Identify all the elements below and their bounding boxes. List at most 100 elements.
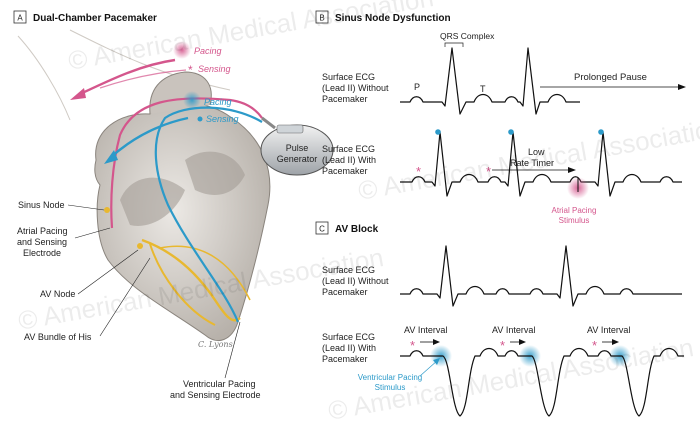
av-interval-arrowhead-2 — [519, 339, 526, 345]
conduction-branch-2 — [159, 245, 251, 301]
b-ecg-with-1: Surface ECG — [322, 144, 375, 154]
panel-a-letter-box — [13, 10, 27, 24]
atrial-electrode-label-1: Atrial Pacing — [17, 226, 68, 236]
av-node-marker — [137, 243, 143, 249]
av-interval-arrowhead-3 — [612, 339, 619, 345]
prolonged-pause-arrowhead — [678, 84, 686, 90]
artist-signature: C. Lyons — [198, 340, 233, 349]
ventricular-stimulus-label-2: Stimulus — [375, 383, 406, 392]
b-ecg-without-1: Surface ECG — [322, 72, 375, 82]
atrial-sensing-arrow — [99, 69, 187, 89]
ventricular-stimulus-arrowhead — [433, 358, 440, 365]
b-sense-dot-1 — [435, 129, 441, 135]
ventricular-electrode-label-2: and Sensing Electrode — [170, 390, 261, 400]
panel-c-title: AV Block — [335, 224, 379, 235]
p-wave-label: P — [414, 82, 420, 92]
c-ecg-without-1: Surface ECG — [322, 265, 375, 275]
panel-b-letter: B — [319, 14, 324, 23]
ventricular-electrode-leader — [224, 321, 241, 379]
atrial-stimulus-label-1: Atrial Pacing — [552, 206, 597, 215]
b-ecg-without-3: Pacemaker — [322, 94, 368, 104]
low-rate-timer-label-1: Low — [528, 147, 545, 157]
heart-chamber-right — [185, 151, 245, 195]
atrial-electrode-leader — [74, 227, 111, 239]
generator-header — [276, 124, 304, 134]
atrial-sensing-label: Sensing — [198, 64, 231, 74]
av-node-leader — [77, 249, 139, 295]
heart-chamber-left — [120, 177, 185, 226]
c-ecg-with-2: (Lead II) With — [322, 343, 376, 353]
panel-a: A Dual-Chamber Pacemaker Pacing * Sensin… — [13, 10, 334, 400]
t-wave-label: T — [480, 84, 486, 94]
av-interval-arrowhead-1 — [433, 339, 440, 345]
av-interval-label-3: AV Interval — [587, 325, 630, 335]
c-asterisk-2: * — [500, 338, 505, 353]
c-ecg-trace-with — [400, 347, 684, 417]
ventricular-sensing-arrowhead — [104, 150, 118, 164]
ventricular-stimulus-label-1: Ventricular Pacing — [358, 373, 422, 382]
atrial-pacing-arrow — [77, 58, 176, 97]
ventricular-lead — [154, 106, 263, 323]
ventricular-sensing-dot — [197, 116, 203, 122]
generator-label-1: Pulse — [286, 143, 309, 153]
conduction-bundle — [141, 238, 241, 322]
b-sense-dot-2 — [508, 129, 514, 135]
chest-outline — [17, 35, 71, 121]
ventricular-pacing-glow — [183, 91, 201, 109]
b-ecg-with-3: Pacemaker — [322, 166, 368, 176]
b-sense-asterisk-2: * — [486, 164, 491, 179]
b-sense-dot-3 — [598, 129, 604, 135]
av-node-label: AV Node — [40, 289, 75, 299]
atrial-stimulus-label-2: Stimulus — [559, 216, 590, 225]
b-ecg-without-2: (Lead II) Without — [322, 83, 389, 93]
ventricular-electrode-label-1: Ventricular Pacing — [183, 379, 256, 389]
generator-connector — [261, 116, 276, 130]
av-interval-label-1: AV Interval — [404, 325, 447, 335]
panel-a-letter: A — [17, 14, 23, 23]
sinus-node-leader — [67, 204, 105, 211]
low-rate-timer-arrowhead — [568, 167, 576, 173]
c-asterisk-3: * — [592, 338, 597, 353]
panel-b-letter-box — [315, 10, 329, 24]
sinus-node-label: Sinus Node — [18, 200, 65, 210]
c-ecg-with-1: Surface ECG — [322, 332, 375, 342]
panel-b-title: Sinus Node Dysfunction — [335, 13, 451, 24]
ventricular-stimulus-leader — [419, 359, 439, 377]
qrs-bracket — [444, 42, 464, 47]
c-asterisk-1: * — [410, 338, 415, 353]
sinus-node-marker — [104, 207, 110, 213]
atrial-pacing-arrowhead — [70, 88, 86, 100]
panel-a-title: Dual-Chamber Pacemaker — [33, 13, 157, 24]
atrial-electrode-label-2: and Sensing — [17, 237, 67, 247]
c-ecg-without-2: (Lead II) Without — [322, 276, 389, 286]
atrial-pacing-label: Pacing — [194, 46, 222, 56]
ventricular-sensing-label: Sensing — [206, 114, 239, 124]
watermark-text-1: © American Medical Association — [66, 0, 436, 76]
c-ecg-trace-without — [400, 245, 682, 307]
ventricular-sensing-arrow — [109, 116, 189, 159]
atrial-sensing-asterisk: * — [188, 63, 193, 77]
b-ecg-with-2: (Lead II) With — [322, 155, 376, 165]
bundle-his-leader — [99, 257, 151, 337]
ventricular-pacing-label: Pacing — [204, 97, 232, 107]
b-ecg-trace-without — [400, 47, 580, 115]
prolonged-pause-label: Prolonged Pause — [574, 72, 647, 83]
panel-c-letter: C — [319, 225, 325, 234]
b-sense-asterisk-1: * — [416, 164, 421, 179]
generator-label-2: Generator — [277, 154, 318, 164]
low-rate-timer-label-2: Rate Timer — [510, 158, 554, 168]
atrial-pacing-glow — [173, 41, 191, 59]
panel-b: B Sinus Node Dysfunction QRS Complex Sur… — [315, 10, 686, 225]
av-interval-label-2: AV Interval — [492, 325, 535, 335]
qrs-complex-label: QRS Complex — [440, 31, 495, 41]
atrial-lead — [110, 97, 263, 229]
c-ecg-without-3: Pacemaker — [322, 287, 368, 297]
conduction-branch — [149, 243, 216, 326]
panel-c: C AV Block Surface ECG (Lead II) Without… — [315, 221, 684, 417]
bundle-his-label: AV Bundle of His — [24, 332, 92, 342]
atrial-electrode-label-3: Electrode — [23, 248, 61, 258]
c-ecg-with-3: Pacemaker — [322, 354, 368, 364]
b-ecg-trace-with — [400, 131, 682, 197]
panel-c-letter-box — [315, 221, 329, 235]
